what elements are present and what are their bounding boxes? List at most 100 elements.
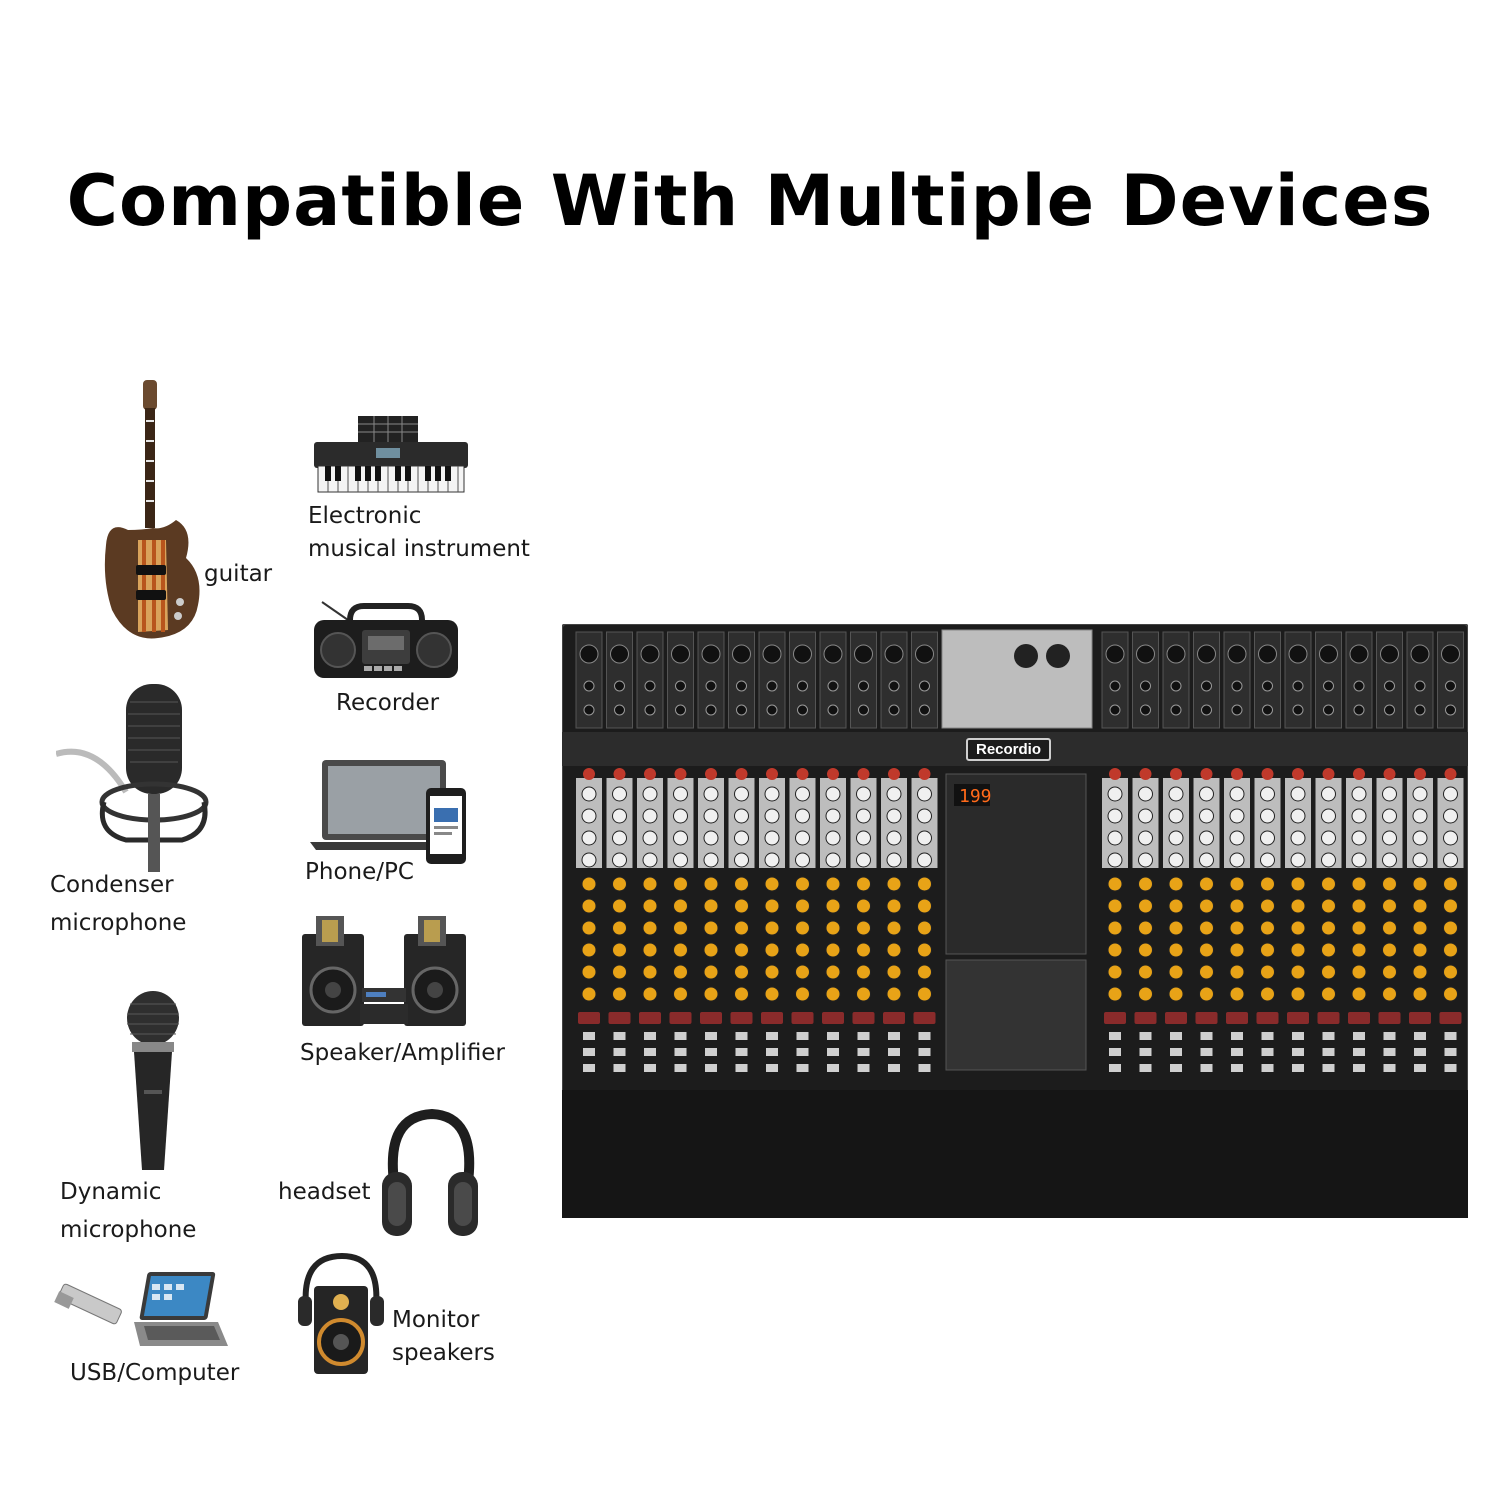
eq-knob	[1138, 830, 1153, 846]
route-switch	[888, 1064, 900, 1072]
insert-jack	[888, 704, 900, 716]
aux-knob	[825, 876, 841, 892]
route-switch	[888, 1048, 900, 1056]
aux-knob	[1107, 876, 1123, 892]
eq-knob	[1260, 852, 1275, 868]
insert-jack	[1262, 704, 1273, 716]
cassette-recorder-icon	[312, 600, 460, 682]
eq-knob	[1168, 830, 1184, 846]
eq-knob	[1290, 786, 1306, 802]
route-switch	[827, 1048, 839, 1056]
route-switch	[766, 1048, 778, 1056]
eq-knob	[673, 808, 688, 824]
aux-knob	[1412, 942, 1428, 958]
gain-knob	[1383, 768, 1396, 780]
line-jack	[1109, 680, 1121, 692]
aux-knob	[1260, 898, 1275, 914]
route-switch	[1170, 1032, 1182, 1040]
xlr-jack	[579, 644, 599, 664]
aux-knob	[1412, 876, 1428, 892]
eq-knob	[1199, 830, 1214, 846]
aux-knob	[673, 964, 688, 980]
aux-knob	[1199, 942, 1214, 958]
eq-knob	[1351, 852, 1367, 868]
recorder-label: Recorder	[336, 690, 440, 716]
route-switch	[1139, 1048, 1152, 1056]
aux-knob	[1321, 920, 1336, 936]
route-switch	[735, 1048, 748, 1056]
route-switch	[888, 1032, 900, 1040]
line-jack	[1445, 680, 1456, 692]
usb-label: USB/Computer	[70, 1360, 240, 1386]
route-switch	[1109, 1032, 1121, 1040]
gain-knob	[1261, 768, 1274, 780]
route-switch	[796, 1064, 809, 1072]
line-jack	[644, 680, 656, 692]
eq-knob	[1199, 808, 1214, 824]
eq-knob	[1321, 786, 1336, 802]
eq-knob	[1382, 786, 1397, 802]
xlr-jack	[793, 644, 812, 664]
eq-knob	[1290, 830, 1306, 846]
aux-knob	[642, 898, 658, 914]
aux-knob	[917, 986, 932, 1002]
eq-knob	[795, 786, 810, 802]
eq-knob	[1443, 786, 1458, 802]
mute-button	[1439, 1012, 1462, 1024]
eq-knob	[612, 830, 627, 846]
xlr-jack	[1410, 644, 1430, 664]
aux-knob	[1290, 942, 1306, 958]
insert-jack	[705, 704, 717, 716]
aux-knob	[1229, 986, 1245, 1002]
route-switch	[827, 1064, 839, 1072]
insert-jack	[675, 704, 686, 716]
aux-knob	[856, 986, 871, 1002]
insert-jack	[736, 704, 747, 716]
aux-knob	[886, 942, 902, 958]
phone-pc-label: Phone/PC	[305, 859, 414, 885]
gain-knob	[1109, 768, 1121, 780]
aux-knob	[825, 986, 841, 1002]
gain-knob	[613, 768, 626, 780]
eq-knob	[1138, 808, 1153, 824]
aux-knob	[1321, 898, 1336, 914]
insert-jack	[1170, 704, 1182, 716]
route-switch	[1444, 1048, 1457, 1056]
eq-knob	[1107, 808, 1123, 824]
route-switch	[735, 1064, 748, 1072]
line-jack	[827, 680, 839, 692]
eq-knob	[886, 852, 902, 868]
route-switch	[1444, 1032, 1457, 1040]
gain-knob	[918, 768, 931, 780]
aux-knob	[764, 920, 780, 936]
mixer-brand-logo: Recordio	[966, 738, 1052, 761]
aux-knob	[1168, 920, 1184, 936]
insert-jack	[1323, 704, 1334, 716]
eq-knob	[917, 830, 932, 846]
gain-knob	[583, 768, 595, 780]
eq-knob	[1321, 808, 1336, 824]
aux-knob	[1443, 920, 1458, 936]
eq-knob	[642, 808, 658, 824]
aux-knob	[1138, 964, 1153, 980]
insert-jack	[797, 704, 808, 716]
gain-knob	[888, 768, 900, 780]
aux-knob	[1229, 898, 1245, 914]
eq-knob	[612, 808, 627, 824]
insert-jack	[1109, 704, 1121, 716]
aux-knob	[612, 920, 627, 936]
aux-knob	[673, 942, 688, 958]
eq-knob	[612, 786, 627, 802]
eq-knob	[1382, 830, 1397, 846]
aux-knob	[612, 942, 627, 958]
eq-knob	[1290, 808, 1306, 824]
aux-knob	[825, 964, 841, 980]
aux-knob	[1321, 942, 1336, 958]
eq-knob	[1382, 808, 1397, 824]
aux-knob	[1260, 986, 1275, 1002]
eq-knob	[581, 852, 597, 868]
line-jack	[1231, 680, 1243, 692]
eq-knob	[1260, 808, 1275, 824]
gain-knob	[857, 768, 870, 780]
keyboard-label-line2: musical instrument	[308, 536, 530, 563]
